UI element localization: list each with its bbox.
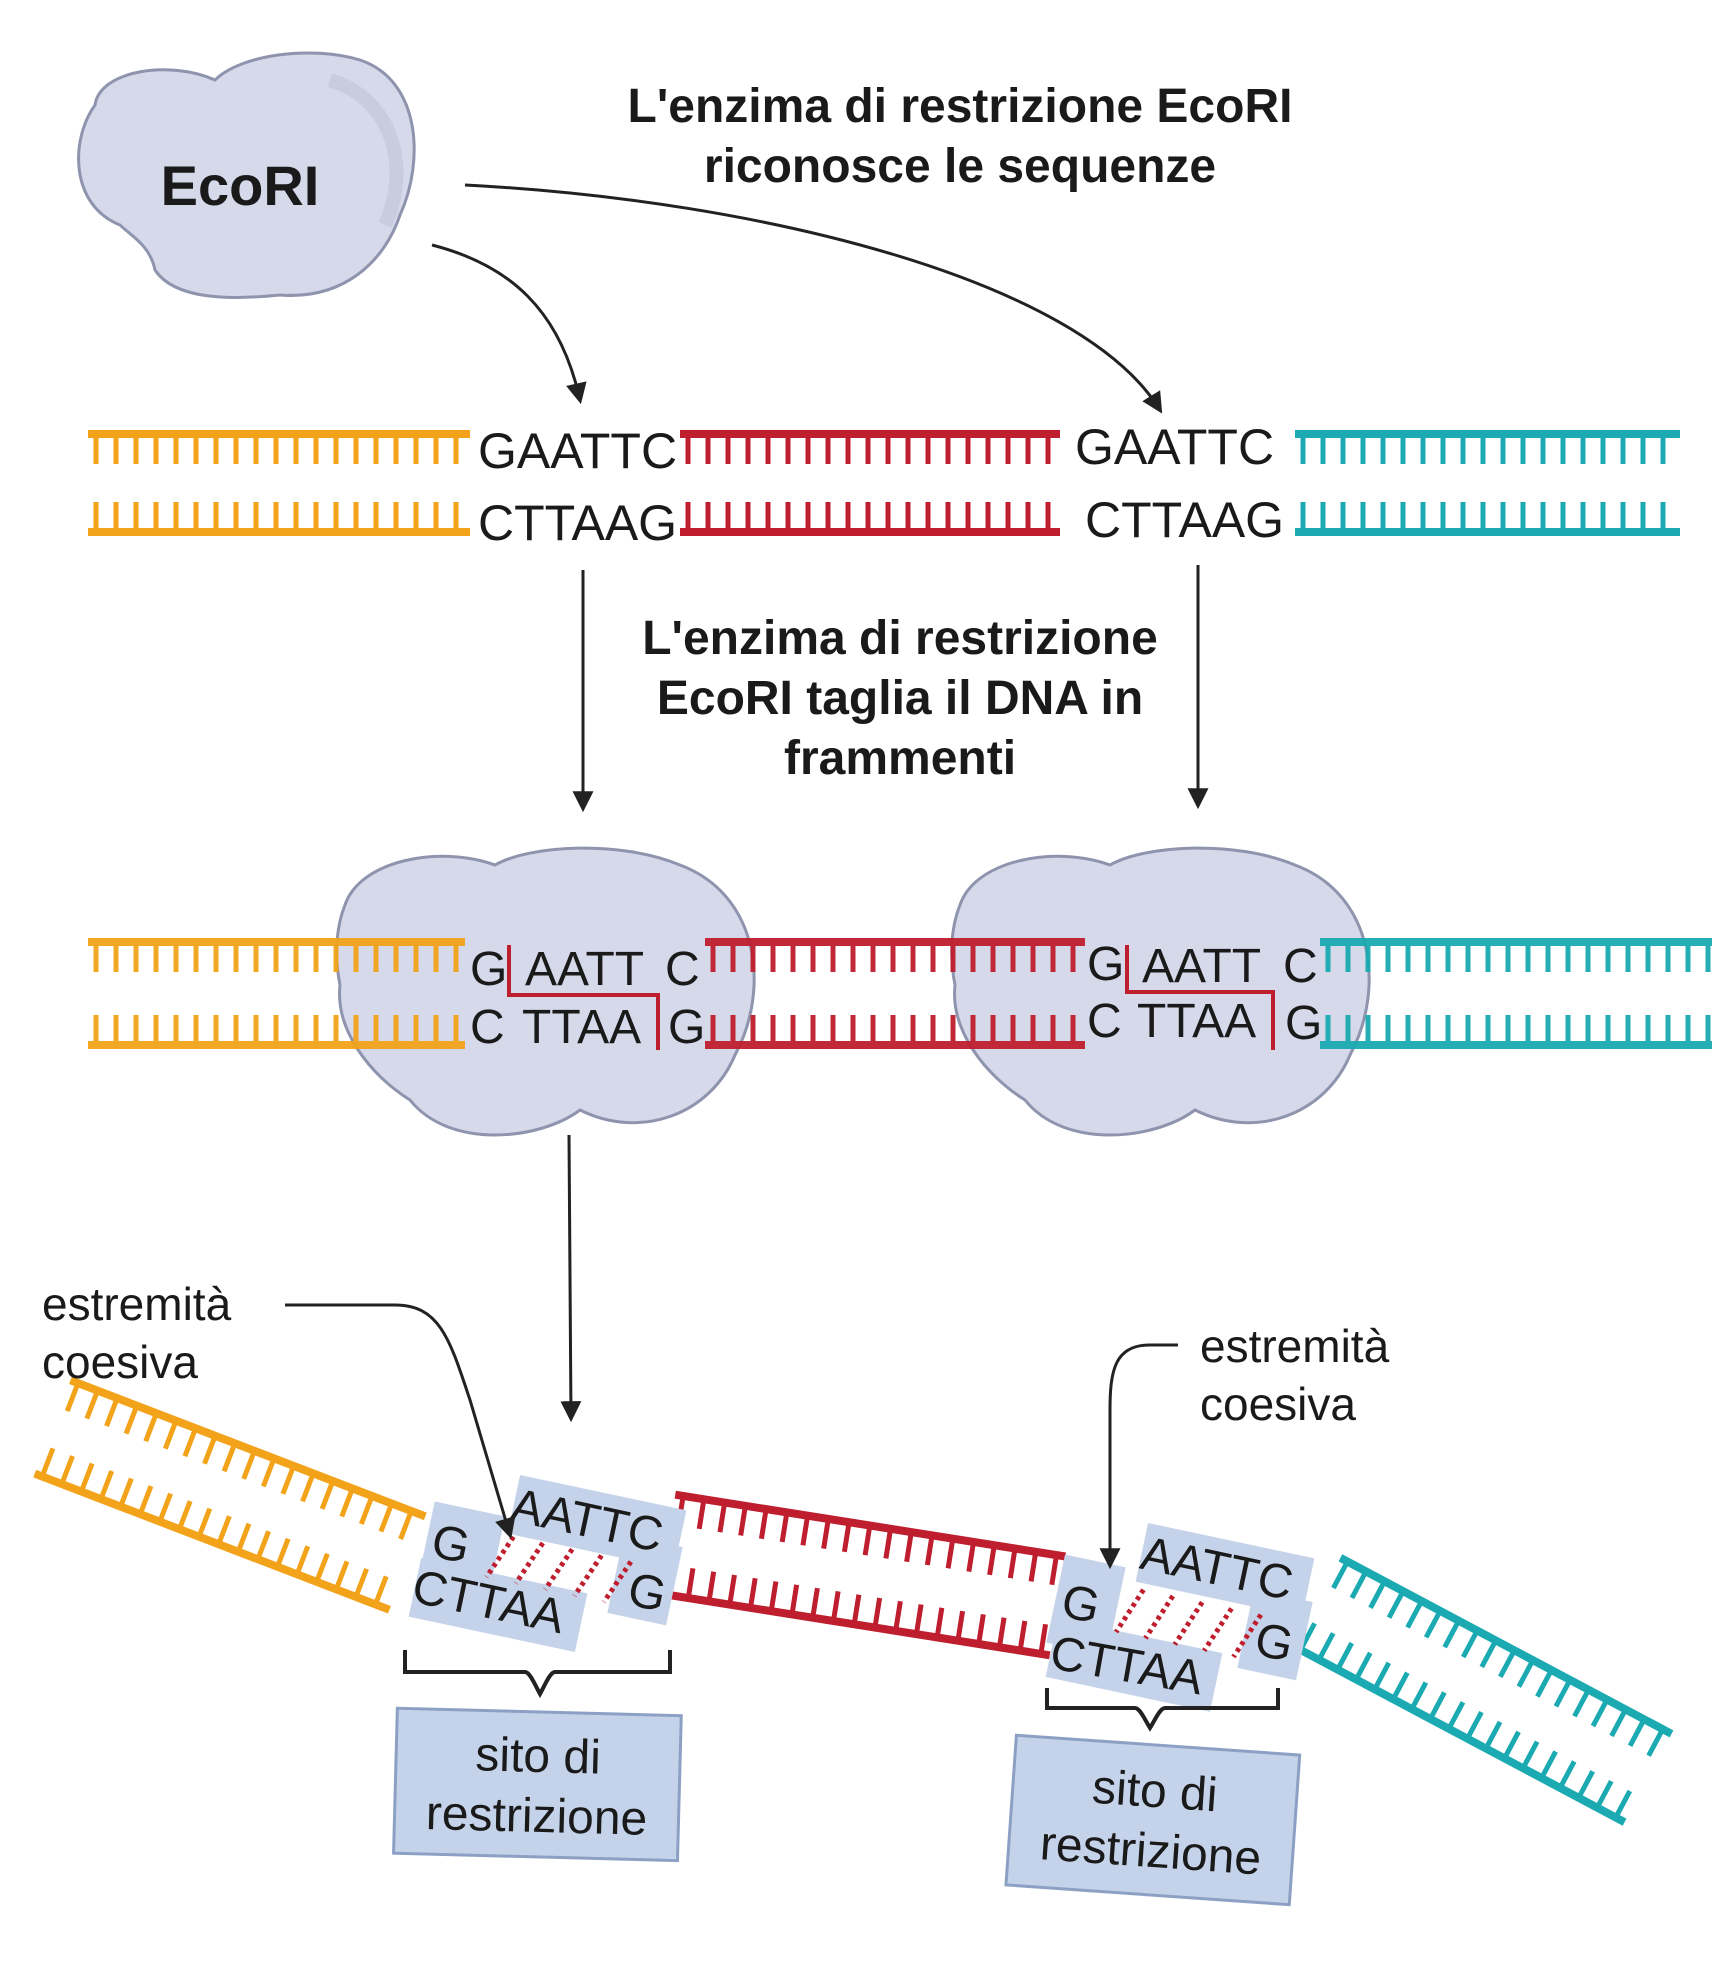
arrow-down-2 — [560, 1134, 582, 1423]
step2-title-line3: frammenti — [784, 732, 1016, 785]
cut1-line — [507, 945, 660, 1050]
cut1-g-top: G — [470, 943, 507, 996]
cut1-c-bottom: C — [470, 1001, 505, 1054]
cut1-ttaa-bottom: TTAA — [522, 1001, 641, 1054]
arrow-sticky-left — [285, 1303, 516, 1540]
cut2-g-bottom: G — [1285, 997, 1322, 1050]
restriction-site-left-line2: restrizione — [425, 1787, 648, 1846]
sticky-end-left-line1: estremità — [42, 1278, 232, 1330]
step2-title-line1: L'enzima di restrizione — [642, 612, 1158, 665]
dna-row-1: GAATTC CTTAAG GAATTC CTTAAG — [88, 419, 1680, 551]
cut1-g-bottom: G — [668, 1001, 705, 1054]
dna-fragment-red — [658, 1490, 1067, 1660]
step2-title-line2: EcoRI taglia il DNA in — [657, 672, 1143, 725]
restriction-site-right-line1: sito di — [1090, 1761, 1219, 1823]
dna-segment-orange-2 — [88, 938, 465, 1049]
dna-row-2: G AATT C C TTAA G G AATT C C TTAA G — [88, 846, 1712, 1137]
arrow-to-site1 — [431, 243, 587, 405]
arrow-to-site2 — [464, 183, 1163, 414]
sticky-end-left-line2: coesiva — [42, 1336, 198, 1388]
step1-title-line2: riconosce le sequenze — [704, 140, 1216, 193]
sticky-end-label-left: estremità coesiva — [42, 1278, 232, 1388]
arrow-sticky-right — [1099, 1343, 1178, 1570]
sticky-end-right: G AATTC CTTAA G — [1045, 1522, 1315, 1712]
dna-fragment-orange — [33, 1376, 427, 1614]
dna-segment-red-1 — [680, 430, 1060, 536]
dna-segment-red-2 — [705, 938, 1085, 1049]
sticky-end-right-line1: estremità — [1200, 1320, 1390, 1372]
cut2-aatt-top: AATT — [1142, 940, 1261, 993]
site2-bottom-sequence: CTTAAG — [1085, 492, 1284, 548]
site2-top-sequence: GAATTC — [1075, 419, 1274, 475]
enzyme-label: EcoRI — [161, 154, 320, 217]
sticky-end-label-right: estremità coesiva — [1200, 1320, 1390, 1430]
cut2-c-bottom: C — [1087, 995, 1122, 1048]
cut2-ttaa-bottom: TTAA — [1137, 995, 1256, 1048]
site1-bottom-sequence: CTTAAG — [478, 495, 677, 551]
step1-title: L'enzima di restrizione EcoRI riconosce … — [628, 80, 1293, 193]
cut2-g-top: G — [1087, 938, 1124, 991]
sticky-end-left: G AATTC CTTAA G — [408, 1474, 687, 1653]
restriction-site-box-right: sito di restrizione — [1004, 1733, 1302, 1907]
dna-row-3: G AATTC CTTAA G G AATTC CTTAA G — [33, 1376, 1674, 1826]
bracket-right — [1045, 1688, 1280, 1732]
restriction-site-box-left: sito di restrizione — [392, 1706, 683, 1863]
ecori-enzyme-top: EcoRI — [77, 51, 416, 299]
sticky-end-right-line2: coesiva — [1200, 1378, 1356, 1430]
dna-segment-teal-1 — [1295, 430, 1680, 536]
dna-segment-orange-1 — [88, 430, 470, 536]
step2-title: L'enzima di restrizione EcoRI taglia il … — [642, 612, 1158, 785]
cut1-aatt-top: AATT — [525, 943, 644, 996]
enzyme-blob-left — [335, 846, 756, 1137]
restriction-site-left-line1: sito di — [475, 1728, 602, 1784]
bracket-left — [403, 1650, 672, 1699]
dna-fragment-teal — [1291, 1554, 1674, 1826]
step1-title-line1: L'enzima di restrizione EcoRI — [628, 80, 1293, 133]
cut2-line — [1125, 945, 1275, 1050]
dna-segment-teal-2 — [1320, 938, 1712, 1049]
site1-top-sequence: GAATTC — [478, 423, 677, 479]
enzyme-blob — [77, 51, 416, 299]
cut2-c-top: C — [1283, 940, 1318, 993]
cut1-c-top: C — [665, 943, 700, 996]
